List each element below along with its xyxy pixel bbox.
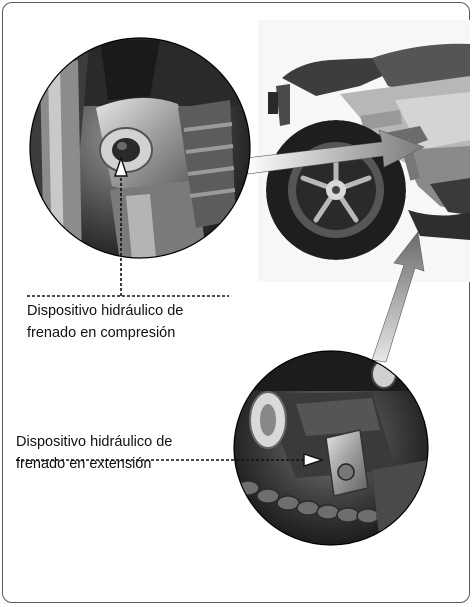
rebound-detail-circle — [16, 350, 429, 546]
motorcycle-photo — [258, 20, 470, 282]
pointer-arrow-upper — [245, 129, 425, 175]
rebound-adjuster-label: Dispositivo hidráulico de frenado en ext… — [16, 431, 172, 475]
compression-detail-circle — [27, 37, 251, 297]
pointer-arrow-lower — [371, 231, 425, 363]
extension-label-line-1: Dispositivo hidráulico de — [16, 434, 173, 450]
compression-label-line-1: Dispositivo hidráulico de — [27, 303, 184, 319]
compression-label-line-2: frenado en compresión — [27, 325, 176, 341]
compression-adjuster-label: Dispositivo hidráulico de frenado en com… — [27, 300, 183, 344]
extension-label-line-2: frenado en extensión — [16, 456, 152, 472]
